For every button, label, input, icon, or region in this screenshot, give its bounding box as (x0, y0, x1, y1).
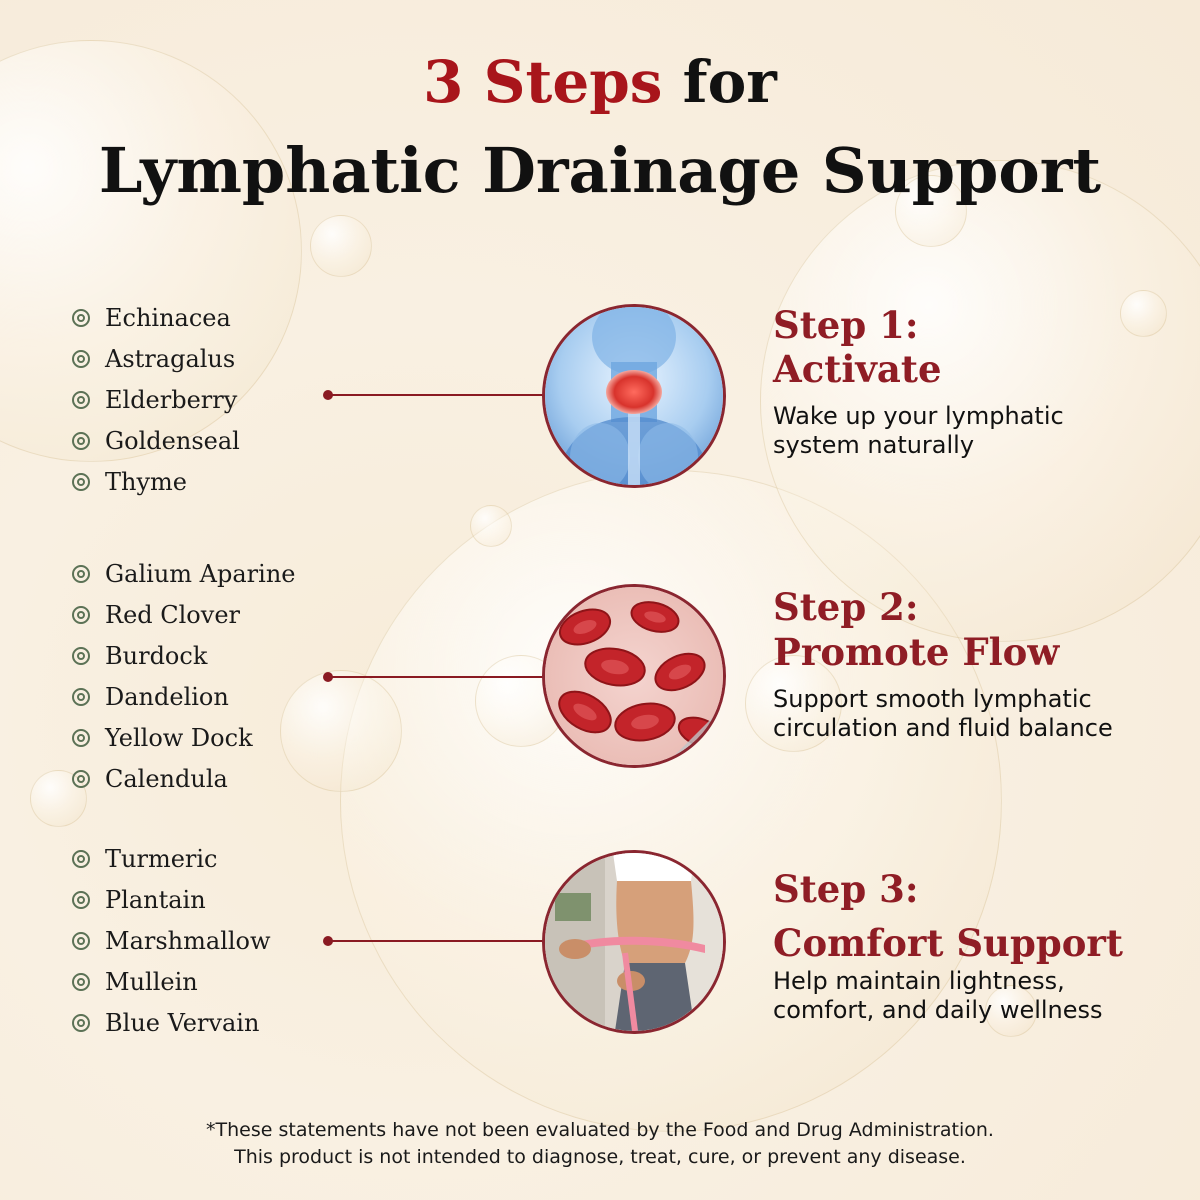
list-item: Elderberry (72, 379, 240, 420)
ring-bullet-icon (72, 472, 90, 491)
step-3-label: Step 3: (773, 867, 919, 911)
connector-dot (323, 936, 333, 946)
title-rest: for (682, 48, 777, 116)
decorative-bubble (895, 175, 967, 247)
herb-label: Dandelion (105, 682, 229, 711)
step-2-name: Promote Flow (773, 630, 1060, 674)
throat-lymph-icon (545, 307, 723, 485)
herb-label: Mullein (105, 967, 198, 996)
decorative-bubble (745, 655, 842, 752)
step-1-desc-line1: Wake up your lymphatic (773, 402, 1064, 430)
connector-line (330, 394, 545, 396)
list-item: Marshmallow (72, 920, 271, 961)
ring-bullet-icon (72, 431, 90, 450)
ring-bullet-icon (72, 308, 90, 327)
step-1-name: Activate (773, 347, 942, 391)
connector-dot (323, 672, 333, 682)
list-item: Blue Vervain (72, 1002, 271, 1043)
disclaimer-line2: This product is not intended to diagnose… (234, 1146, 966, 1168)
decorative-bubble (310, 215, 372, 277)
decorative-bubble (280, 670, 402, 792)
herb-list-2: Galium Aparine Red Clover Burdock Dandel… (72, 553, 296, 799)
disclaimer-line1: *These statements have not been evaluate… (206, 1119, 994, 1141)
ring-bullet-icon (72, 769, 90, 788)
herb-label: Marshmallow (105, 926, 271, 955)
page-title-line2: Lymphatic Drainage Support (98, 134, 1102, 207)
fda-disclaimer: *These statements have not been evaluate… (0, 1117, 1200, 1171)
ring-bullet-icon (72, 849, 90, 868)
step-1-image (542, 304, 726, 488)
decorative-bubble (470, 505, 512, 547)
herb-label: Turmeric (105, 844, 218, 873)
list-item: Mullein (72, 961, 271, 1002)
step-2-desc-line2: circulation and fluid balance (773, 714, 1113, 742)
list-item: Dandelion (72, 676, 296, 717)
step-1-label: Step 1: (773, 303, 919, 347)
herb-label: Plantain (105, 885, 206, 914)
list-item: Galium Aparine (72, 553, 296, 594)
herb-list-1: Echinacea Astragalus Elderberry Goldense… (72, 297, 240, 502)
list-item: Echinacea (72, 297, 240, 338)
step-2-desc-line1: Support smooth lymphatic (773, 685, 1092, 713)
herb-label: Calendula (105, 764, 228, 793)
step-1-desc-line2: system naturally (773, 431, 975, 459)
blood-cells-icon (545, 587, 723, 765)
ring-bullet-icon (72, 890, 90, 909)
waist-measure-icon (545, 853, 723, 1031)
herb-label: Thyme (105, 467, 187, 496)
ring-bullet-icon (72, 646, 90, 665)
connector-line (330, 676, 545, 678)
ring-bullet-icon (72, 728, 90, 747)
herb-label: Galium Aparine (105, 559, 296, 588)
herb-label: Echinacea (105, 303, 231, 332)
list-item: Plantain (72, 879, 271, 920)
step-3-image (542, 850, 726, 1034)
herb-list-3: Turmeric Plantain Marshmallow Mullein Bl… (72, 838, 271, 1043)
herb-label: Burdock (105, 641, 208, 670)
list-item: Thyme (72, 461, 240, 502)
ring-bullet-icon (72, 1013, 90, 1032)
decorative-bubble (985, 985, 1037, 1037)
step-3-desc-line1: Help maintain lightness, (773, 967, 1065, 995)
list-item: Burdock (72, 635, 296, 676)
ring-bullet-icon (72, 564, 90, 583)
list-item: Turmeric (72, 838, 271, 879)
step-3-name: Comfort Support (773, 921, 1123, 965)
herb-label: Yellow Dock (105, 723, 253, 752)
connector-dot (323, 390, 333, 400)
list-item: Yellow Dock (72, 717, 296, 758)
title-accent: 3 Steps (423, 48, 663, 116)
ring-bullet-icon (72, 605, 90, 624)
connector-line (330, 940, 545, 942)
step-3-desc-line2: comfort, and daily wellness (773, 996, 1103, 1024)
ring-bullet-icon (72, 931, 90, 950)
page-title-line1: 3 Steps for (0, 48, 1200, 116)
herb-label: Blue Vervain (105, 1008, 260, 1037)
ring-bullet-icon (72, 349, 90, 368)
decorative-bubble (1120, 290, 1167, 337)
ring-bullet-icon (72, 390, 90, 409)
ring-bullet-icon (72, 972, 90, 991)
ring-bullet-icon (72, 687, 90, 706)
list-item: Goldenseal (72, 420, 240, 461)
list-item: Astragalus (72, 338, 240, 379)
list-item: Calendula (72, 758, 296, 799)
decorative-bubble (30, 770, 87, 827)
step-2-label: Step 2: (773, 585, 919, 629)
step-2-image (542, 584, 726, 768)
herb-label: Goldenseal (105, 426, 240, 455)
herb-label: Astragalus (105, 344, 236, 373)
decorative-bubble (760, 160, 1200, 642)
herb-label: Elderberry (105, 385, 238, 414)
list-item: Red Clover (72, 594, 296, 635)
herb-label: Red Clover (105, 600, 240, 629)
